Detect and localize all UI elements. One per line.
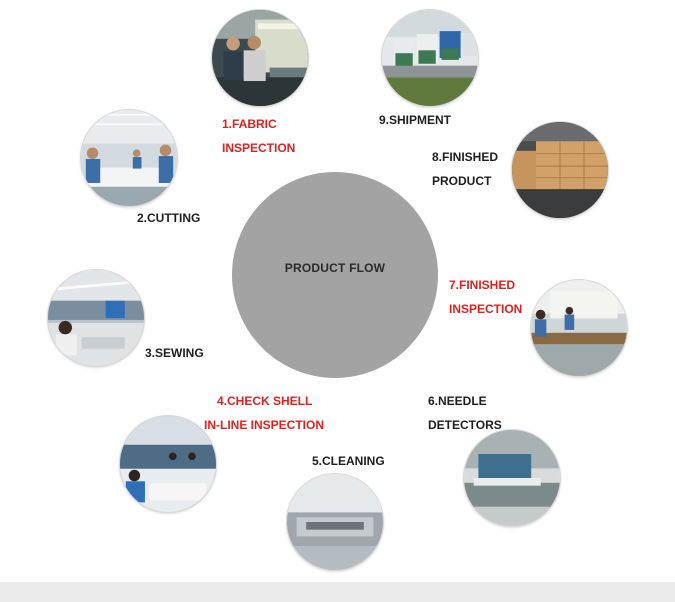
fabric-inspection-photo (212, 10, 308, 106)
needle-detector-photo (464, 430, 560, 526)
step-7-label: 7.FINISHED INSPECTION (449, 273, 522, 321)
step-9-line-1: 9.SHIPMENT (379, 113, 452, 127)
cutting-photo (81, 110, 177, 206)
step-9-label: 9.SHIPMENT (379, 108, 451, 132)
step-8-label: 8.FINISHED PRODUCT (432, 145, 498, 193)
step-6-line-1: 6.NEEDLE (428, 394, 487, 408)
step-3-line-1: 3.SEWING (145, 346, 204, 360)
step-6-label: 6.NEEDLE DETECTORS (428, 389, 502, 437)
step-1-label: 1.FABRIC INSPECTION (222, 112, 295, 160)
step-6-line-2: DETECTORS (428, 418, 502, 432)
step-2-line-1: 2.CUTTING (137, 211, 201, 225)
shipment-photo (382, 10, 478, 106)
step-4-label: 4.CHECK SHELL IN-LINE INSPECTION (204, 389, 324, 437)
product-flow-hub: PRODUCT FLOW (232, 172, 438, 378)
step-7-line-1: 7.FINISHED (449, 278, 516, 292)
step-5-line-1: 5.CLEANING (312, 454, 385, 468)
step-3-label: 3.SEWING (145, 341, 204, 365)
sewing-photo (48, 270, 144, 366)
step-1-line-1: 1.FABRIC (222, 117, 277, 131)
step-8-line-2: PRODUCT (432, 174, 492, 188)
step-4-line-1: 4.CHECK SHELL (217, 394, 313, 408)
finished-inspection-photo (531, 280, 627, 376)
inline-inspection-photo (120, 416, 216, 512)
hub-label: PRODUCT FLOW (284, 261, 386, 275)
step-2-label: 2.CUTTING (137, 206, 200, 230)
step-1-line-2: INSPECTION (222, 141, 296, 155)
finished-product-photo (512, 122, 608, 218)
cleaning-photo (287, 474, 383, 570)
step-7-line-2: INSPECTION (449, 302, 523, 316)
step-4-line-2: IN-LINE INSPECTION (204, 418, 325, 432)
bottom-band (0, 582, 675, 602)
step-5-label: 5.CLEANING (312, 449, 385, 473)
step-8-line-1: 8.FINISHED (432, 150, 499, 164)
